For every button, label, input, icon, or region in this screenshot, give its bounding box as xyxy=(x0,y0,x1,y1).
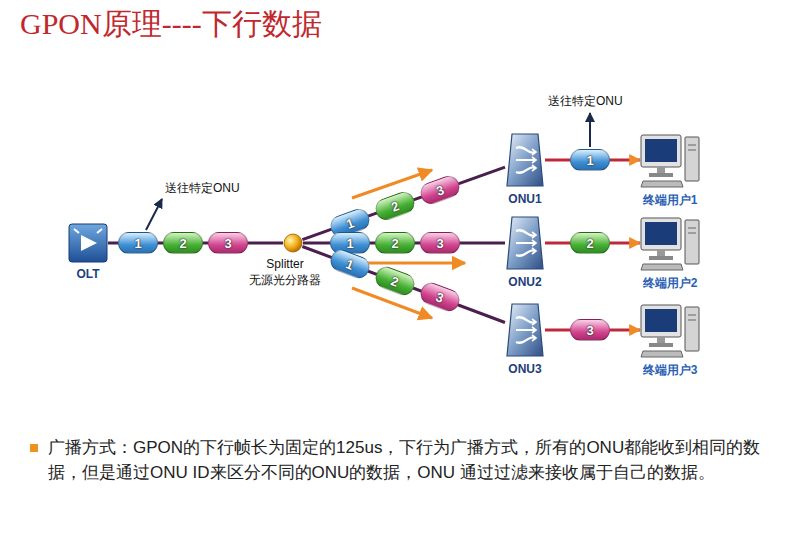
page-title: GPON原理----下行数据 xyxy=(20,4,322,45)
data-packet: 2 xyxy=(375,232,415,254)
onu-device: ONU2 xyxy=(505,215,545,271)
packet-number: 1 xyxy=(134,236,141,251)
terminal-user: 终端用户1 xyxy=(640,131,700,189)
node-caption: 终端用户3 xyxy=(643,362,698,378)
terminal-user: 终端用户3 xyxy=(640,301,700,359)
node-caption: ONU3 xyxy=(508,361,541,377)
packet-number: 2 xyxy=(179,236,186,251)
computer-icon xyxy=(640,214,700,272)
data-packet: 3 xyxy=(417,173,462,207)
onu-device: ONU3 xyxy=(505,302,545,358)
olt-device: OLT xyxy=(68,223,108,263)
optical-splitter: Splitter无源光分路器 xyxy=(283,233,303,253)
data-packet: 2 xyxy=(372,189,417,223)
node-label: 终端用户2 xyxy=(643,275,698,291)
node-label: OLT xyxy=(76,266,99,282)
node-label: 无源光分路器 xyxy=(249,272,321,288)
data-packet: 3 xyxy=(417,280,462,315)
node-caption: Splitter无源光分路器 xyxy=(249,256,321,288)
data-packet: 1 xyxy=(118,232,158,254)
onu-icon xyxy=(505,302,545,358)
node-label: 终端用户1 xyxy=(643,192,698,208)
node-label: ONU2 xyxy=(508,274,541,290)
note-text: 广播方式：GPON的下行帧长为固定的125us，下行为广播方式，所有的ONU都能… xyxy=(48,435,783,485)
fiber-link xyxy=(302,247,505,323)
packet-number: 2 xyxy=(391,236,398,251)
node-label: ONU3 xyxy=(508,361,541,377)
node-caption: 终端用户2 xyxy=(643,275,698,291)
onu-icon xyxy=(505,132,545,188)
packet-number: 3 xyxy=(436,236,443,251)
node-caption: OLT xyxy=(76,266,99,282)
data-packet: 3 xyxy=(420,232,460,254)
data-packet: 2 xyxy=(570,232,610,254)
node-label: 终端用户3 xyxy=(643,362,698,378)
packet-number: 3 xyxy=(224,236,231,251)
onu-icon xyxy=(505,215,545,271)
data-packet: 3 xyxy=(208,232,248,254)
data-packet: 2 xyxy=(163,232,203,254)
splitter-icon xyxy=(283,233,303,253)
packet-number: 1 xyxy=(586,153,593,168)
packet-number: 2 xyxy=(389,198,401,215)
pointer-arrows xyxy=(146,113,590,230)
packet-number: 3 xyxy=(434,182,446,199)
data-packet: 3 xyxy=(570,319,610,341)
node-label: ONU1 xyxy=(508,191,541,207)
olt-icon xyxy=(68,223,108,263)
packet-number: 2 xyxy=(586,236,593,251)
packet-number: 1 xyxy=(344,215,356,232)
node-caption: 终端用户1 xyxy=(643,192,698,208)
onu-device: ONU1 xyxy=(505,132,545,188)
computer-icon xyxy=(640,301,700,359)
bullet-mark xyxy=(30,444,38,452)
fiber-link xyxy=(302,167,505,239)
node-caption: ONU1 xyxy=(508,191,541,207)
data-packet: 1 xyxy=(570,149,610,171)
data-packet: 2 xyxy=(372,263,417,298)
packet-number: 3 xyxy=(586,323,593,338)
node-label: Splitter xyxy=(249,256,321,272)
pointer-arrow xyxy=(589,113,591,147)
computer-icon xyxy=(640,131,700,189)
packet-number: 3 xyxy=(434,290,446,307)
node-caption: ONU2 xyxy=(508,274,541,290)
callout-label: 送往特定ONU xyxy=(548,93,623,110)
packet-number: 1 xyxy=(344,256,356,273)
packet-number: 1 xyxy=(346,236,353,251)
packet-number: 2 xyxy=(389,273,401,290)
callout-label: 送往特定ONU xyxy=(165,180,240,197)
terminal-user: 终端用户2 xyxy=(640,214,700,272)
pointer-arrow xyxy=(146,199,162,230)
